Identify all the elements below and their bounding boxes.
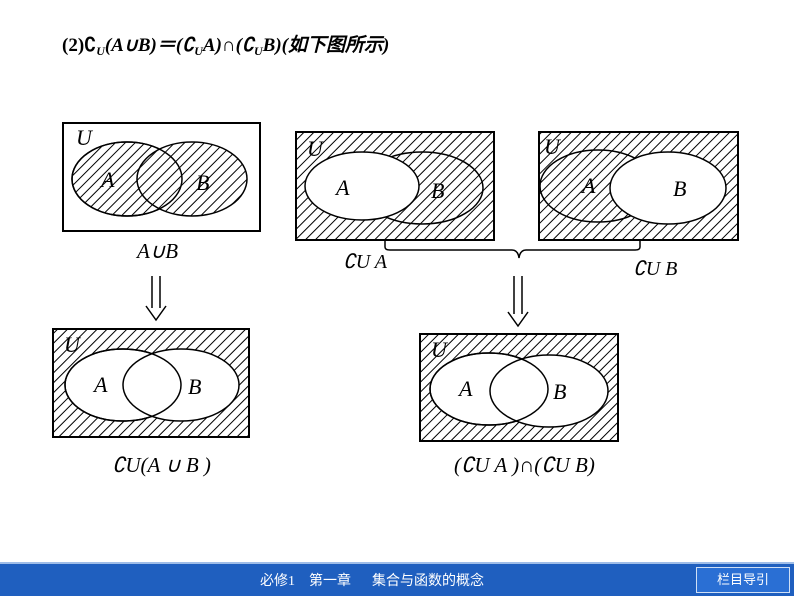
footer-bar: 必修1 第一章 集合与函数的概念 栏目导引	[0, 562, 794, 596]
label-universe: U	[544, 134, 562, 159]
caption-intersection: (∁U A )∩(∁U B)	[454, 453, 595, 477]
caption-union: A∪B	[135, 239, 178, 263]
set-b-ellipse	[609, 151, 727, 225]
label-b: B	[553, 379, 566, 404]
label-universe: U	[76, 125, 94, 150]
venn-union: U A B A∪B	[62, 122, 261, 263]
set-b-ellipse	[489, 354, 609, 428]
footer-chapter-text: 必修1 第一章 集合与函数的概念	[260, 574, 484, 589]
caption-complement-union: ∁U(A ∪ B )	[112, 453, 211, 477]
caption-complement-a: ∁U A	[343, 251, 388, 273]
double-arrow-left	[145, 276, 167, 322]
brace-connector	[384, 240, 641, 259]
label-a: A	[92, 372, 108, 397]
label-a: A	[580, 173, 596, 198]
label-universe: U	[431, 337, 449, 362]
double-arrow-right	[507, 276, 529, 328]
venn-diagrams: U A B A∪B U A B U A B ∁U A ∁U B	[52, 122, 739, 477]
label-universe: U	[64, 332, 82, 357]
heading-formula: (2)∁U(A∪B)＝(∁UA)∩(∁UB)(如下图所示)	[62, 35, 390, 58]
set-b-ellipse	[136, 141, 248, 217]
venn-complement-union: U A B ∁U(A ∪ B )	[52, 328, 250, 477]
set-a-ellipse	[304, 151, 420, 221]
venn-complement-b: U A B	[538, 131, 739, 241]
label-universe: U	[307, 136, 325, 161]
label-a: A	[457, 376, 473, 401]
column-nav-button[interactable]: 栏目导引	[696, 567, 790, 593]
label-a: A	[334, 175, 350, 200]
label-a: A	[99, 167, 115, 192]
label-b: B	[188, 374, 201, 399]
label-b: B	[673, 176, 686, 201]
venn-complement-a: U A B	[295, 131, 495, 241]
caption-complement-b: ∁U B	[633, 258, 677, 280]
venn-intersection-complements: U A B (∁U A )∩(∁U B)	[419, 333, 619, 477]
label-b: B	[431, 178, 444, 203]
label-b: B	[196, 170, 209, 195]
